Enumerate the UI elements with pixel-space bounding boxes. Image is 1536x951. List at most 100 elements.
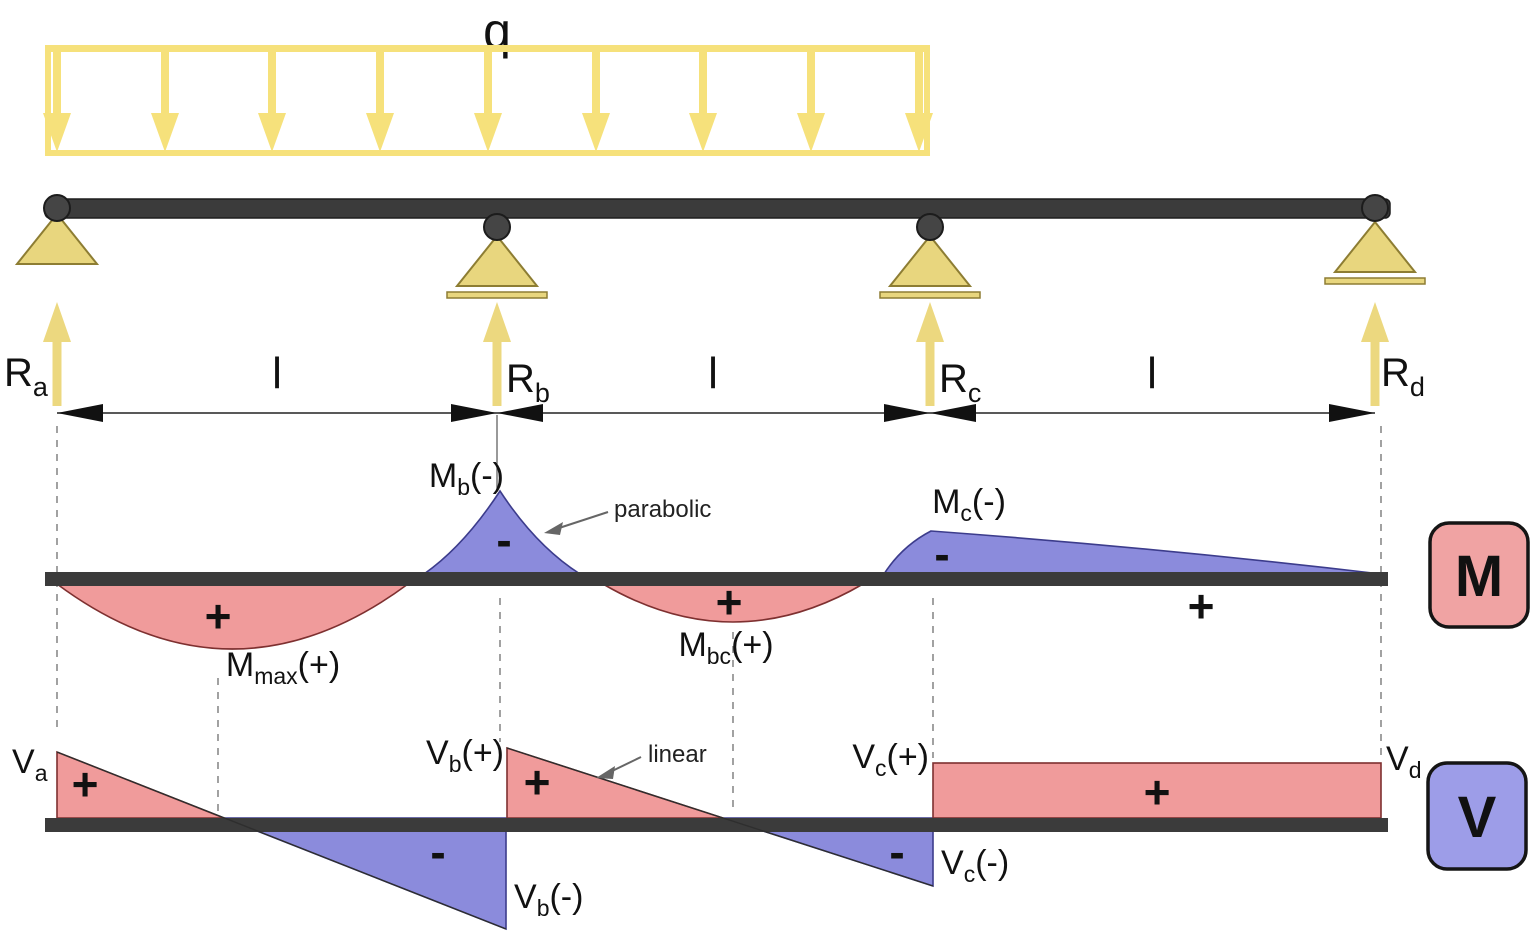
reaction-arrow-head-d: [1361, 302, 1389, 342]
support-c-roller: [887, 234, 973, 287]
load-arrow-shaft-8: [807, 51, 815, 117]
load-arrow-head-3: [258, 113, 286, 152]
shear-legend-letter: V: [1458, 785, 1497, 850]
load-arrow-shaft-9: [915, 51, 923, 117]
shear-diagram: Va + Vb(+) + linear - Vb(-) Vc(+) - Vc(-…: [12, 734, 1421, 931]
load-arrow-head-8: [797, 113, 825, 152]
load-arrow-shaft-6: [592, 51, 600, 117]
moment-plus-span1: +: [205, 590, 232, 642]
support-d-roller-line: [1324, 277, 1426, 285]
moment-legend: M: [1428, 521, 1530, 629]
moment-plus-span3: +: [1188, 580, 1215, 632]
load-arrow-head-9: [905, 113, 933, 152]
projection-lines: [56, 426, 1382, 814]
span1-length-label: l: [272, 349, 282, 398]
reaction-label-Ra: Ra: [4, 351, 49, 402]
reaction-arrow-shaft-c: [925, 340, 935, 406]
moment-negative-support-c: [882, 530, 1382, 575]
moment-label-Mb: Mb(-): [429, 457, 504, 500]
moment-positive-span1: [54, 583, 411, 650]
shear-label-Vc-pos: Vc(+): [852, 738, 929, 781]
load-arrow-head-1: [43, 113, 71, 152]
beam-and-supports: [14, 194, 1426, 299]
load-arrow-shaft-5: [484, 51, 492, 117]
moment-axis-bar: [45, 572, 1388, 586]
dim-arrow-left-b2: [497, 404, 543, 422]
load-arrows: [43, 51, 933, 152]
shear-plus-span2: +: [524, 756, 551, 808]
moment-legend-letter: M: [1455, 544, 1503, 609]
support-d-roller: [1332, 220, 1418, 273]
moment-positive-span2: [600, 583, 866, 623]
parabolic-note: parabolic: [614, 496, 711, 523]
shear-label-Vb-pos: Vb(+): [426, 734, 504, 777]
shear-legend: V: [1426, 761, 1528, 871]
load-left-edge: [45, 45, 51, 156]
reaction-label-Rc: Rc: [939, 357, 981, 408]
dimension-line: l l l: [57, 349, 1375, 492]
reaction-arrow-shaft-a: [52, 340, 62, 406]
shear-label-Vb-neg: Vb(-): [514, 878, 583, 921]
dim-arrow-left-c2: [930, 404, 976, 422]
dim-arrow-right-d: [1329, 404, 1375, 422]
load-arrow-shaft-2: [161, 51, 169, 117]
moment-diagram: Mb(-) parabolic + Mmax(+) - + Mbc(+) Mc(…: [45, 457, 1388, 689]
reaction-label-Rd: Rd: [1381, 351, 1425, 402]
shear-legend-box: [1426, 761, 1528, 871]
load-arrow-shaft-4: [376, 51, 384, 117]
span2-length-label: l: [708, 349, 718, 398]
span3-length-label: l: [1147, 349, 1157, 398]
moment-label-Mc: Mc(-): [932, 483, 1006, 526]
load-right-edge: [924, 45, 930, 156]
shear-label-Vd: Vd: [1386, 740, 1421, 783]
support-c-roller-line: [879, 291, 981, 299]
reaction-arrow-head-b: [483, 302, 511, 342]
moment-label-Mmax: Mmax(+): [226, 646, 340, 689]
reaction-label-Rb: Rb: [506, 357, 550, 408]
support-b-roller-line: [446, 291, 548, 299]
shear-line-span2: [506, 747, 934, 887]
reaction-arrow-head-c: [916, 302, 944, 342]
reaction-arrow-shaft-d: [1370, 340, 1380, 406]
load-arrow-head-2: [151, 113, 179, 152]
shear-minus-span2: -: [889, 826, 904, 878]
load-bottom-rail: [45, 150, 930, 156]
support-b-hinge-circle: [483, 213, 511, 241]
shear-axis-bar: [45, 818, 1388, 832]
moment-plus-span2: +: [716, 576, 743, 628]
distributed-load: q: [43, 3, 933, 156]
moment-label-Mbc: Mbc(+): [678, 626, 773, 669]
parabolic-leader-line: [555, 511, 609, 530]
reaction-arrows: [43, 302, 1389, 406]
shear-minus-span1: -: [430, 826, 445, 878]
load-arrow-shaft-3: [268, 51, 276, 117]
reaction-arrow-head-a: [43, 302, 71, 342]
load-arrow-head-6: [582, 113, 610, 152]
shear-label-Va: Va: [12, 743, 48, 786]
load-arrow-head-5: [474, 113, 502, 152]
reaction-labels: Ra Rb Rc Rd: [4, 351, 1425, 408]
beam-bar: [44, 198, 1391, 219]
reaction-arrow-shaft-b: [492, 340, 502, 406]
support-c-hinge-circle: [916, 213, 944, 241]
load-arrow-shaft-1: [53, 51, 61, 117]
load-arrow-shaft-7: [699, 51, 707, 117]
parabolic-leader-arrowhead: [544, 522, 563, 535]
shear-label-Vc-neg: Vc(-): [941, 844, 1009, 887]
linear-note: linear: [648, 741, 707, 768]
support-d-hinge-circle: [1361, 194, 1389, 222]
moment-legend-box: [1428, 521, 1530, 629]
dim-arrow-right-c1: [884, 404, 930, 422]
moment-negative-support-b: [421, 489, 583, 575]
support-b-roller: [454, 234, 540, 287]
shear-line-span1: [56, 751, 507, 930]
dim-arrow-left-a: [57, 404, 103, 422]
dim-arrow-right-b1: [451, 404, 497, 422]
load-top-rail: [45, 45, 930, 52]
load-arrow-head-7: [689, 113, 717, 152]
moment-minus-b: -: [496, 514, 511, 566]
load-arrow-head-4: [366, 113, 394, 152]
moment-minus-c: -: [934, 528, 949, 580]
